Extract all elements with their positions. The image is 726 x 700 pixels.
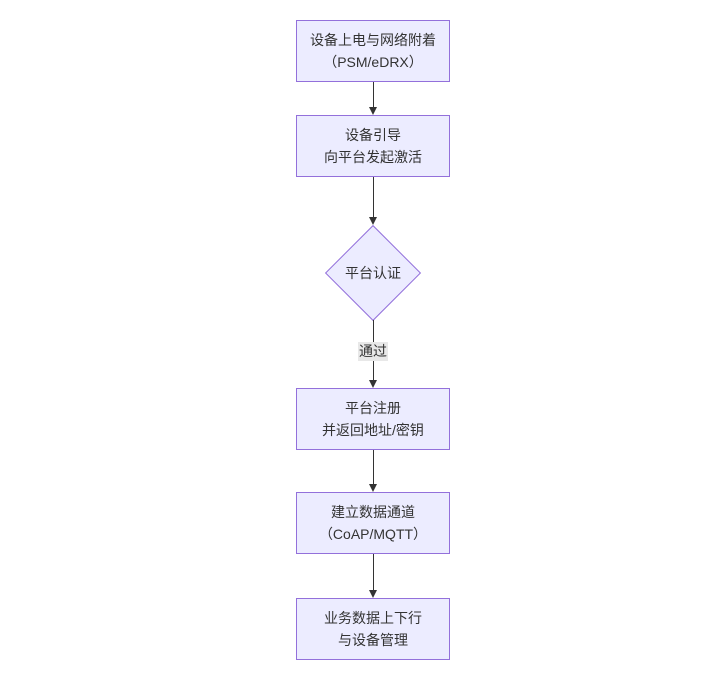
arrowhead-down-icon	[369, 484, 377, 492]
node-business-data: 业务数据上下行 与设备管理	[296, 598, 450, 660]
node-business-data-line2: 与设备管理	[338, 632, 408, 648]
node-data-channel-line2: （CoAP/MQTT）	[318, 526, 428, 542]
node-business-data-line1: 业务数据上下行	[324, 610, 422, 626]
arrow-channel-to-business	[363, 554, 383, 598]
node-bootstrap-line2: 向平台发起激活	[324, 149, 422, 165]
flowchart-column: 设备上电与网络附着 （PSM/eDRX） 设备引导 向平台发起激活 平台认证 通…	[296, 20, 450, 660]
arrow-line	[372, 554, 374, 590]
node-data-channel: 建立数据通道 （CoAP/MQTT）	[296, 492, 450, 554]
arrow-line	[372, 450, 374, 484]
node-power-attach: 设备上电与网络附着 （PSM/eDRX）	[296, 20, 450, 82]
arrow-power-to-bootstrap	[363, 82, 383, 115]
node-platform-register: 平台注册 并返回地址/密钥	[296, 388, 450, 450]
arrow-line	[372, 177, 374, 217]
arrowhead-down-icon	[369, 217, 377, 225]
arrow-line	[372, 82, 374, 107]
node-bootstrap-line1: 设备引导	[345, 127, 401, 143]
node-bootstrap: 设备引导 向平台发起激活	[296, 115, 450, 177]
node-platform-register-line1: 平台注册	[345, 400, 401, 416]
arrow-register-to-channel	[363, 450, 383, 492]
node-platform-auth-label: 平台认证	[345, 264, 401, 281]
node-data-channel-line1: 建立数据通道	[331, 504, 415, 520]
arrow-auth-to-register: 通过	[358, 320, 388, 388]
arrow-bootstrap-to-auth	[363, 177, 383, 225]
arrowhead-down-icon	[369, 107, 377, 115]
arrowhead-down-icon	[369, 590, 377, 598]
edge-label-pass: 通过	[358, 342, 388, 361]
node-power-attach-line1: 设备上电与网络附着	[310, 32, 436, 48]
node-platform-auth: 平台认证	[324, 224, 422, 321]
arrowhead-down-icon	[369, 380, 377, 388]
node-platform-register-line2: 并返回地址/密钥	[322, 422, 424, 438]
node-power-attach-line2: （PSM/eDRX）	[323, 54, 423, 70]
